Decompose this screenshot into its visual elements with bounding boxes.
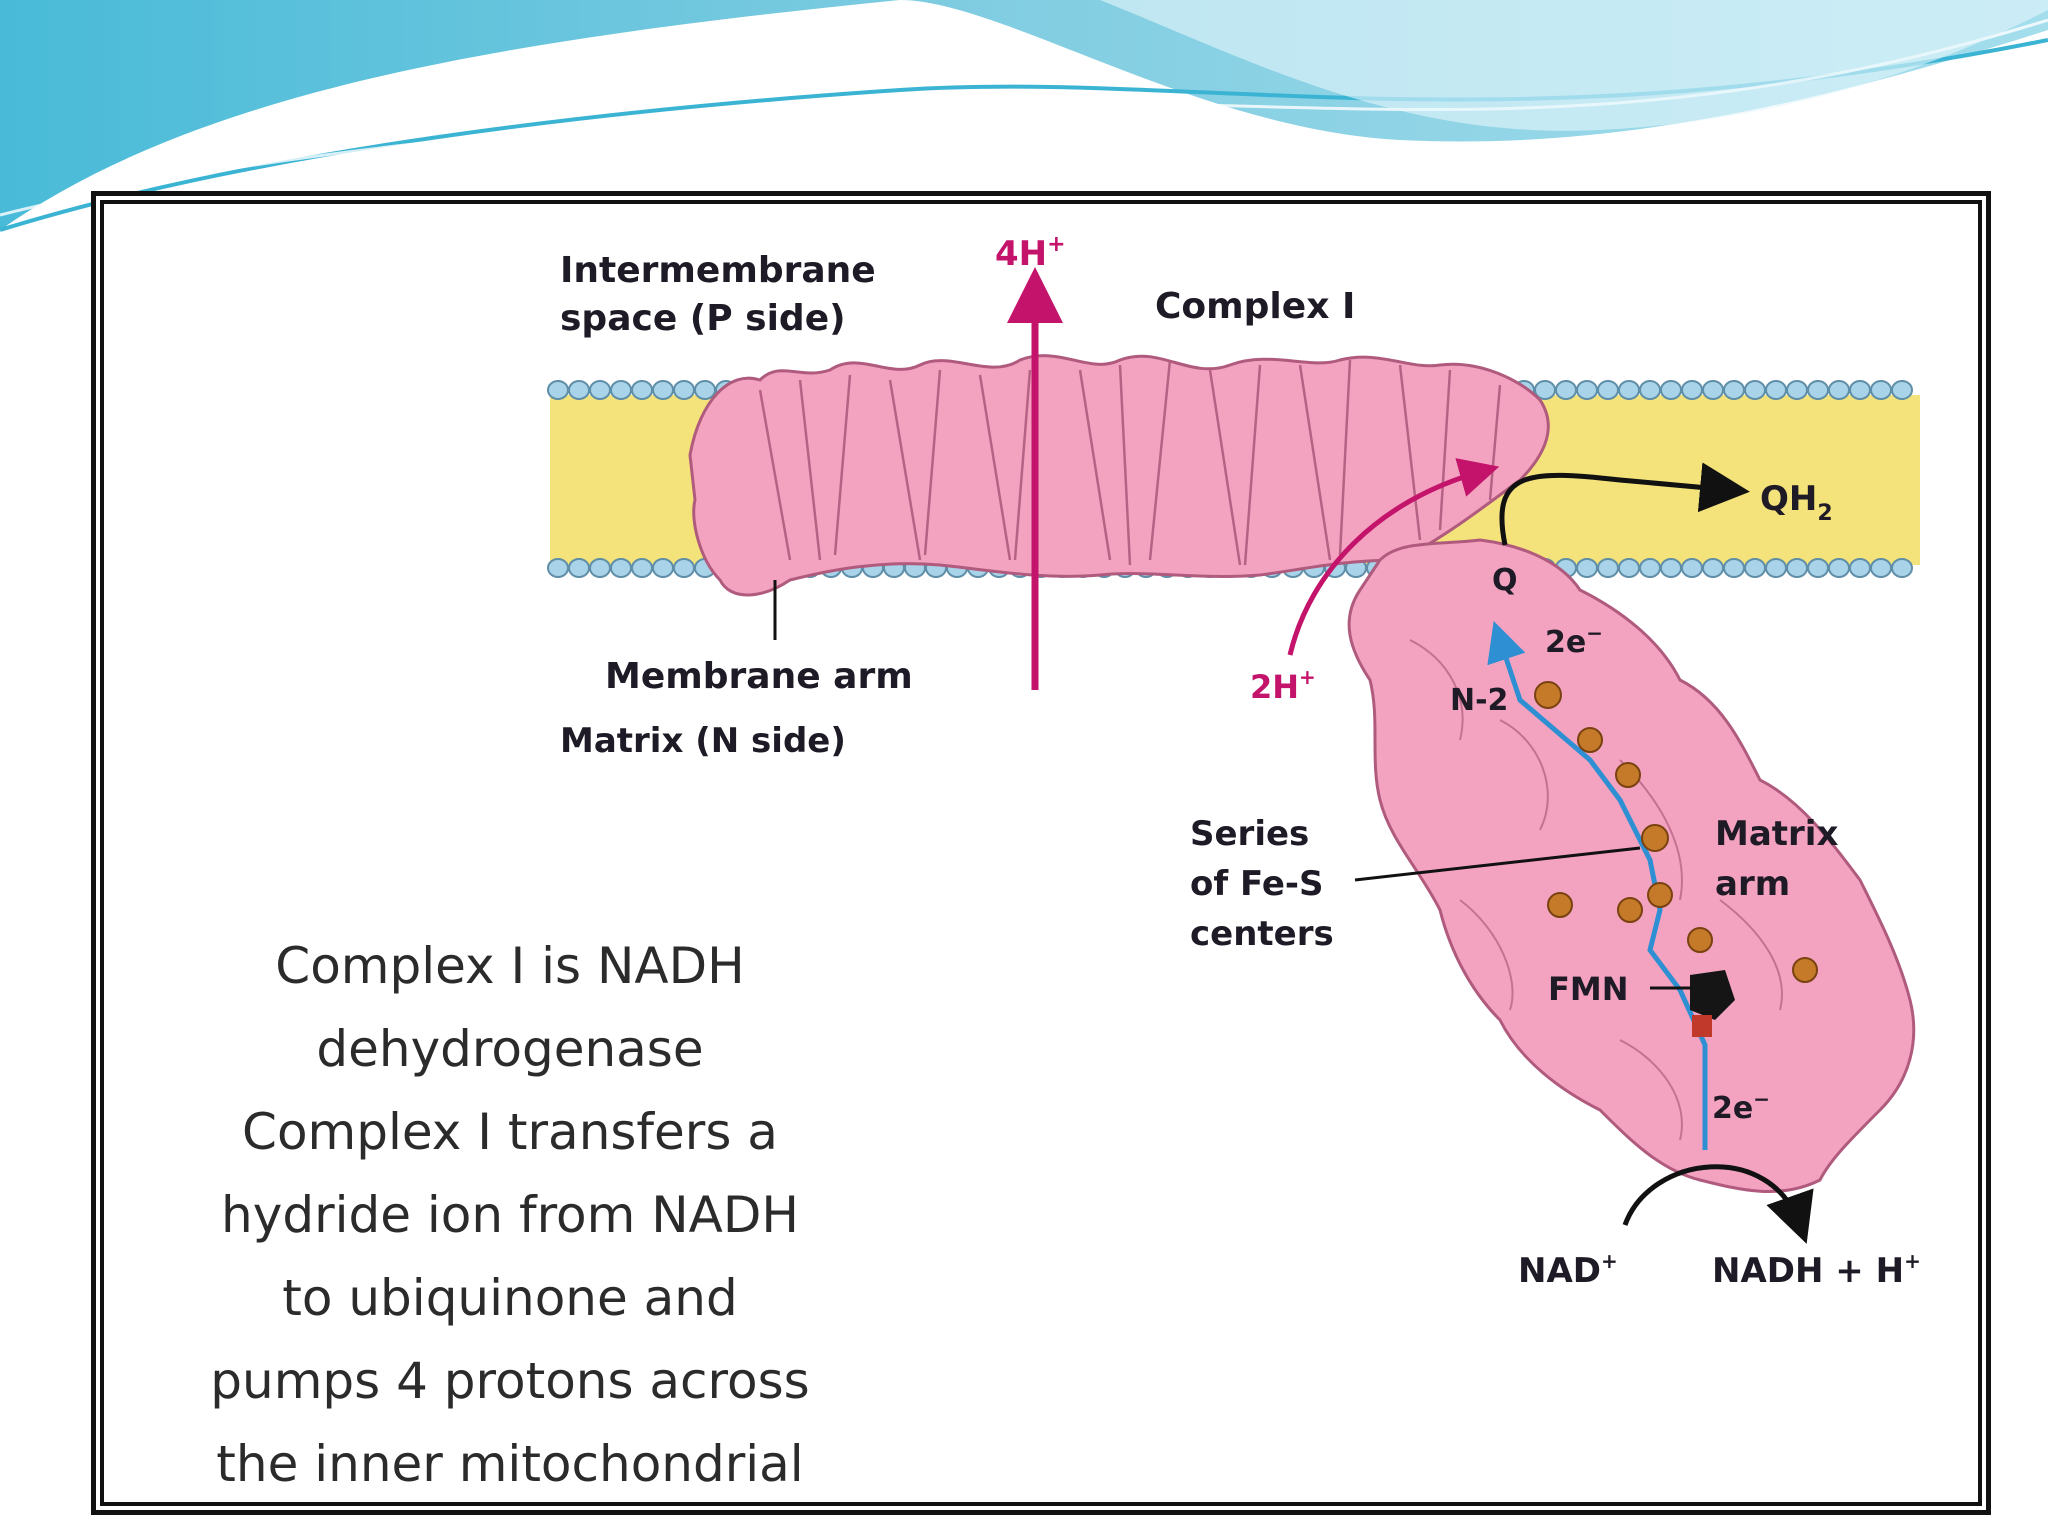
caption-text: Complex I is NADH dehydrogenase Complex …: [140, 925, 880, 1506]
lipid-head: [1597, 380, 1619, 400]
lipid-head: [1891, 558, 1913, 578]
lipid-head: [1807, 380, 1829, 400]
lipid-head: [1765, 558, 1787, 578]
n2-label: N-2: [1450, 683, 1508, 718]
lipid-head: [1723, 558, 1745, 578]
membrane-arm-helices: [758, 359, 1502, 566]
fes-center: [1615, 762, 1641, 788]
lipid-head: [610, 380, 632, 400]
lipid-head: [1576, 380, 1598, 400]
complex-label: Complex I: [1155, 286, 1355, 327]
qh2-label: QH2: [1760, 479, 1833, 526]
fes-centers: [1534, 681, 1818, 983]
caption-line: the inner mitochondrial: [216, 1435, 804, 1493]
lipid-head: [1555, 380, 1577, 400]
lipid-head: [568, 380, 590, 400]
lipid-head: [1765, 380, 1787, 400]
proton-uptake-arrow: [1287, 458, 1500, 656]
lipid-head: [673, 380, 695, 400]
nadh-oxidation-arrow: [1622, 1164, 1814, 1244]
lipid-head: [1618, 380, 1640, 400]
membrane-arm-protein: [688, 354, 1550, 597]
lipid-head: [1891, 380, 1913, 400]
intermembrane-label-2: space (P side): [560, 298, 846, 339]
fes-center: [1547, 892, 1573, 918]
fes-center-n2: [1534, 681, 1562, 709]
fes-center: [1641, 824, 1669, 852]
lipid-head: [1618, 558, 1640, 578]
lipid-head: [1660, 380, 1682, 400]
lipid-head: [652, 380, 674, 400]
membrane-arm-label: Membrane arm: [605, 656, 913, 697]
two-e-lower-label: 2e−: [1712, 1087, 1770, 1126]
matrix-arm-label-2: arm: [1715, 864, 1790, 904]
header-wave-decoration: [0, 0, 2048, 232]
lipid-head: [1807, 558, 1829, 578]
lipid-head: [547, 380, 569, 400]
caption-line: to ubiquinone and: [282, 1269, 738, 1327]
electron-path: [1487, 621, 1708, 1150]
fes-center: [1647, 882, 1673, 908]
lipid-head: [1702, 558, 1724, 578]
lipid-head: [631, 558, 653, 578]
fmn-label: FMN: [1548, 970, 1628, 1008]
lipid-head: [631, 380, 653, 400]
lipid-head: [1744, 558, 1766, 578]
two-h-label: 2H+: [1250, 665, 1316, 706]
fes-label-3: centers: [1190, 914, 1334, 954]
intermembrane-label-1: Intermembrane: [560, 250, 876, 291]
lipid-head: [589, 380, 611, 400]
fes-label-2: of Fe-S: [1190, 864, 1324, 904]
caption-line: Complex I transfers a: [242, 1103, 778, 1161]
caption-line: dehydrogenase: [316, 1020, 704, 1078]
lipid-head: [1639, 558, 1661, 578]
lipid-head: [1576, 558, 1598, 578]
matrix-arm-protein: [1347, 538, 1916, 1194]
lipid-head: [673, 558, 695, 578]
lipid-head: [1702, 380, 1724, 400]
q-label: Q: [1492, 563, 1518, 598]
lipid-head: [694, 380, 716, 400]
lipid-head: [1660, 558, 1682, 578]
matrix-arm-texture: [1409, 639, 1783, 1141]
four-h-label: 4H+: [995, 232, 1066, 274]
fes-pointer: [1354, 846, 1641, 882]
fes-center: [1687, 927, 1713, 953]
diagram-labels: Intermembrane space (P side) Complex I 4…: [560, 232, 1921, 1291]
lipid-head: [589, 558, 611, 578]
lipid-head: [1786, 558, 1808, 578]
lipid-head: [1849, 558, 1871, 578]
lipid-head: [652, 558, 674, 578]
matrix-arm-label-1: Matrix: [1715, 814, 1838, 854]
caption-line: pumps 4 protons across: [210, 1352, 810, 1410]
fes-center: [1577, 727, 1603, 753]
caption-line: hydride ion from NADH: [221, 1186, 799, 1244]
lipid-head: [1849, 380, 1871, 400]
lipid-head: [1639, 380, 1661, 400]
lipid-head: [1870, 380, 1892, 400]
q-to-qh2-arrow: [1499, 462, 1750, 546]
lipid-head: [1723, 380, 1745, 400]
lipid-head: [568, 558, 590, 578]
fmn-cofactor: [1650, 970, 1735, 1037]
lipid-head: [1828, 558, 1850, 578]
lipid-head: [1597, 558, 1619, 578]
lipid-head: [1744, 380, 1766, 400]
two-e-upper-label: 2e−: [1545, 621, 1603, 660]
lipid-head: [1786, 380, 1808, 400]
fes-center: [1617, 897, 1643, 923]
matrix-side-label: Matrix (N side): [560, 721, 846, 761]
lipid-head: [610, 558, 632, 578]
lipid-head: [1681, 380, 1703, 400]
fes-label-1: Series: [1190, 814, 1309, 854]
lipid-head: [1828, 380, 1850, 400]
lipid-head: [1681, 558, 1703, 578]
lipid-head: [1870, 558, 1892, 578]
nad-label: NAD+: [1518, 1249, 1618, 1291]
lipid-head: [547, 558, 569, 578]
caption-line: Complex I is NADH: [275, 937, 745, 995]
nadh-label: NADH + H+: [1712, 1249, 1921, 1291]
fes-center: [1792, 957, 1818, 983]
